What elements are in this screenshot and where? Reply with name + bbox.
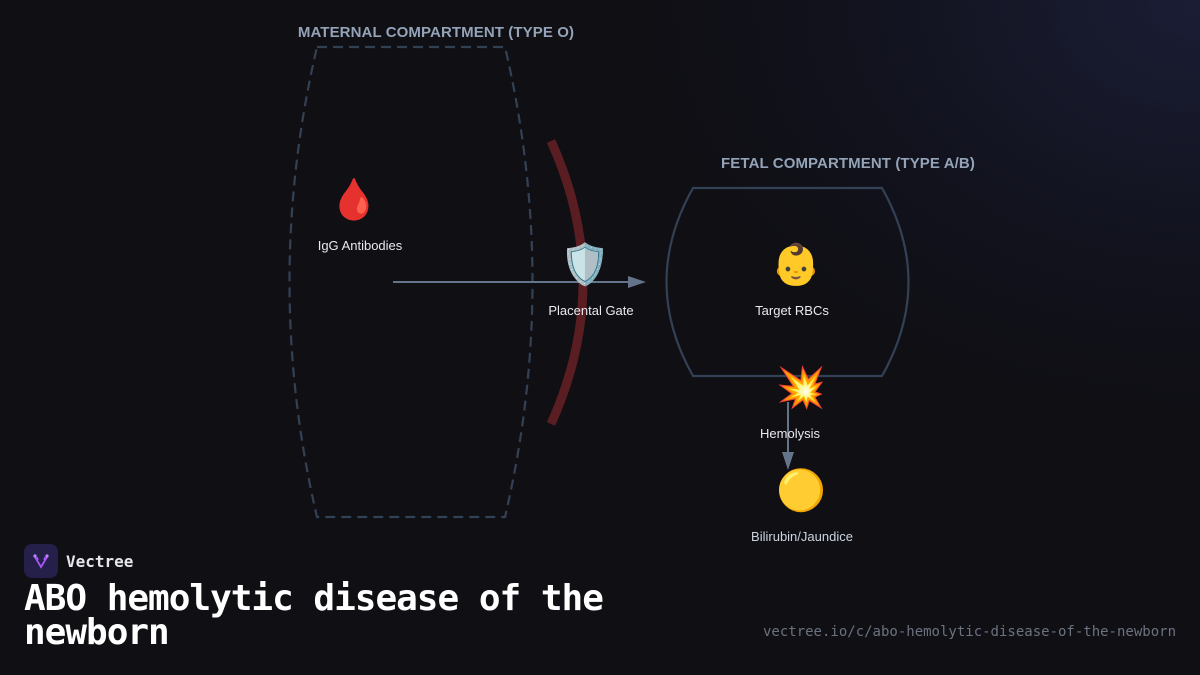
fetal-compartment-border [665, 186, 910, 378]
fetal-compartment-title: FETAL COMPARTMENT (TYPE A/B) [721, 155, 975, 172]
page-title: ABO hemolytic disease of the newborn [24, 578, 604, 653]
collision-icon: 💥 [776, 365, 826, 411]
maternal-compartment-title: MATERNAL COMPARTMENT (TYPE O) [297, 24, 575, 41]
node-label-bilirubin-jaundice: Bilirubin/Jaundice [751, 529, 853, 544]
vectree-logo-icon [24, 544, 58, 578]
node-label-igg-antibodies: IgG Antibodies [317, 238, 403, 253]
node-label-hemolysis: Hemolysis [760, 426, 820, 441]
yellow-circle-icon: 🟡 [776, 468, 826, 514]
page-url-link[interactable]: vectree.io/c/abo-hemolytic-disease-of-th… [762, 624, 1176, 640]
antibody-arrowhead [628, 276, 646, 288]
baby-icon: 👶 [771, 242, 821, 288]
brand-name: Vectree [66, 551, 134, 571]
shield-icon: 🛡️ [560, 242, 610, 288]
blood-drop-icon: 🩸 [329, 177, 379, 223]
node-label-placental-gate: Placental Gate [548, 303, 634, 318]
node-label-target-rbcs: Target RBCs [755, 303, 829, 318]
brand: Vectree [24, 544, 133, 578]
hemolysis-arrowhead [782, 452, 794, 470]
maternal-compartment-border [288, 45, 534, 519]
